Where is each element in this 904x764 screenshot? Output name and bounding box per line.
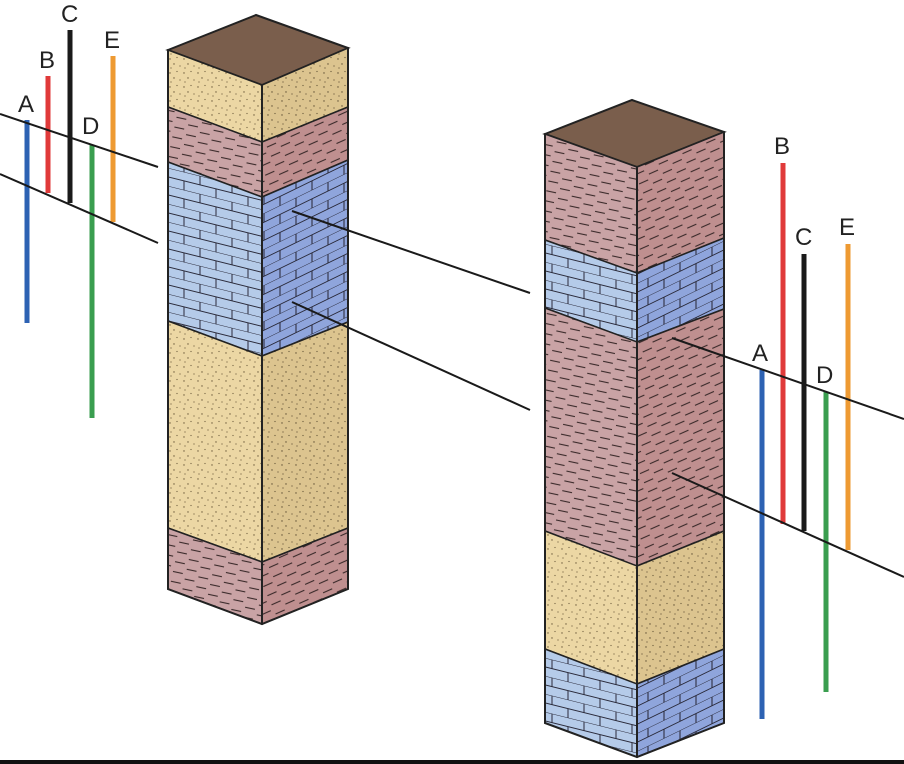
left-rock-column bbox=[165, 13, 351, 626]
right-range-chart: A B C D E bbox=[671, 133, 904, 719]
right-label-D: D bbox=[816, 362, 833, 389]
correlation-lines bbox=[291, 210, 531, 411]
correlation-line-lower bbox=[291, 301, 531, 411]
right-rock-column bbox=[542, 98, 727, 759]
right-layer-3-shale-side bbox=[636, 307, 725, 568]
left-label-C: C bbox=[61, 1, 78, 28]
left-label-A: A bbox=[18, 91, 34, 118]
left-label-E: E bbox=[104, 27, 120, 54]
right-layer-3-shale-front bbox=[544, 306, 638, 568]
right-label-C: C bbox=[795, 224, 812, 251]
right-label-E: E bbox=[839, 214, 855, 241]
left-label-D: D bbox=[82, 113, 99, 140]
correlation-line-upper bbox=[291, 210, 531, 294]
right-boundary-line-lower bbox=[671, 472, 904, 578]
right-boundary-line-upper bbox=[671, 337, 904, 420]
left-range-chart: A B C D E bbox=[0, 1, 159, 418]
right-label-B: B bbox=[774, 133, 790, 160]
right-label-A: A bbox=[752, 340, 768, 367]
left-boundary-line-upper bbox=[0, 113, 159, 168]
left-layer-4-sandstone-front bbox=[167, 319, 263, 564]
left-label-B: B bbox=[39, 47, 55, 74]
left-layer-4-sandstone-side bbox=[261, 320, 349, 564]
left-boundary-line-lower bbox=[0, 173, 159, 244]
